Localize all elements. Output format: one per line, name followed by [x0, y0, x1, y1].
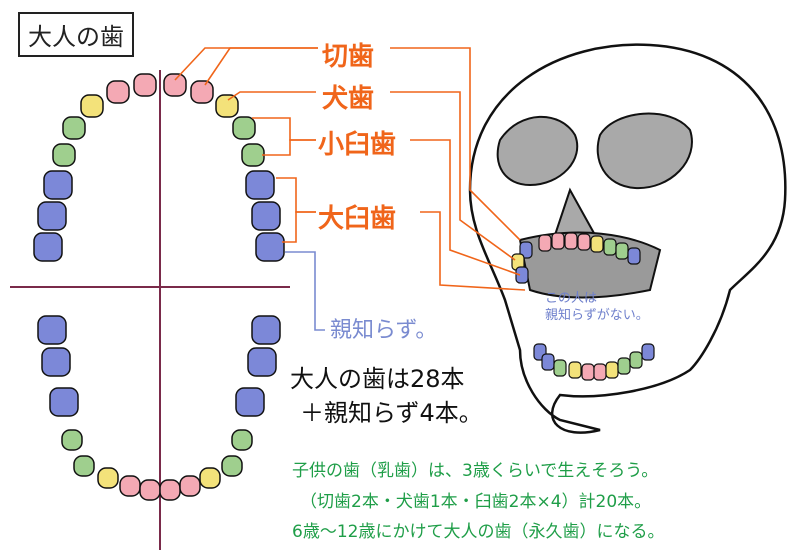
lower-tooth-incisor — [179, 475, 201, 497]
lower-tooth-molar — [235, 387, 265, 417]
child-line-3: 6歳〜12歳にかけて大人の歯（永久歯）になる。 — [292, 522, 665, 542]
skull-tooth-molar — [541, 353, 555, 371]
lower-tooth-incisor — [139, 479, 161, 501]
skull-note-line: 親知らずがない。 — [545, 308, 649, 323]
leader-line — [252, 117, 316, 141]
skull-tooth-canine — [568, 361, 582, 379]
upper-tooth-molar — [245, 170, 275, 200]
label-incisor: 切歯 — [322, 42, 375, 72]
leader-line — [262, 139, 316, 156]
leader-line — [390, 47, 521, 241]
skull-note-line: この人は — [545, 291, 598, 306]
upper-tooth-premolar — [52, 143, 76, 167]
skull-tooth-premolar — [617, 357, 631, 375]
leader-line — [276, 177, 316, 213]
upper-tooth-molar — [43, 170, 73, 200]
skull-tooth-incisor — [564, 232, 578, 250]
lower-tooth-incisor — [159, 479, 181, 501]
skull-tooth-incisor — [577, 233, 591, 251]
adult-line: 大人の歯は28本 — [290, 365, 465, 393]
lower-tooth-canine — [97, 467, 119, 489]
eye-socket-right — [596, 112, 693, 190]
upper-tooth-canine — [80, 94, 104, 118]
label-premolar: 小臼歯 — [318, 130, 397, 160]
leader-line — [390, 91, 516, 261]
upper-tooth-premolar — [62, 116, 86, 140]
skull-tooth-incisor — [551, 232, 565, 250]
title-box: 大人の歯 — [18, 12, 134, 57]
skull-tooth-molar — [641, 343, 655, 361]
skull-tooth-incisor — [593, 363, 607, 381]
lower-tooth-incisor — [119, 475, 141, 497]
skull-tooth-canine — [605, 361, 619, 379]
upper-tooth-molar — [33, 232, 63, 262]
lower-tooth-premolar — [231, 429, 253, 451]
lower-tooth-molar — [41, 347, 71, 377]
child-line-2: （切歯2本・犬歯1本・臼歯2本×4）計20本。 — [300, 492, 652, 512]
upper-tooth-premolar — [241, 143, 265, 167]
lower-tooth-molar — [247, 347, 277, 377]
skull-tooth-molar — [515, 266, 529, 284]
skull-tooth-incisor — [581, 363, 595, 381]
lower-tooth-molar — [49, 387, 79, 417]
leader-line — [174, 47, 318, 81]
skull-tooth-molar — [519, 241, 533, 259]
leader-line — [410, 139, 521, 276]
label-wisdom: 親知らず。 — [330, 318, 438, 343]
upper-tooth-molar — [255, 232, 285, 262]
lower-tooth-premolar — [221, 455, 243, 477]
upper-tooth-incisor — [106, 80, 130, 104]
skull-tooth-premolar — [629, 351, 643, 369]
upper-tooth-molar — [251, 201, 281, 231]
skull-tooth-premolar — [553, 359, 567, 377]
leader-line — [204, 47, 318, 86]
eye-socket-left — [496, 115, 579, 187]
label-molar: 大臼歯 — [318, 204, 397, 234]
lower-tooth-molar — [37, 315, 67, 345]
lower-tooth-premolar — [61, 429, 83, 451]
leader-line — [282, 211, 316, 243]
upper-tooth-molar — [37, 201, 67, 231]
label-canine: 犬歯 — [322, 84, 375, 114]
leader-line — [227, 91, 316, 101]
upper-tooth-premolar — [232, 116, 256, 140]
child-line-1: 子供の歯（乳歯）は、3歳くらいで生えそろう。 — [292, 461, 659, 481]
skull-tooth-molar — [627, 247, 641, 265]
adult-teeth-text: 大人の歯は28本 ＋親知らず4本。 — [290, 362, 483, 430]
upper-tooth-incisor — [133, 73, 157, 97]
lower-tooth-molar — [251, 315, 281, 345]
wisdom-leader-line — [285, 251, 325, 331]
lower-tooth-premolar — [73, 455, 95, 477]
skull-tooth-incisor — [538, 234, 552, 252]
skull-note: この人は 親知らずがない。 — [545, 290, 649, 324]
skull-tooth-premolar — [603, 238, 617, 256]
upper-tooth-incisor — [163, 73, 187, 97]
leader-line — [420, 211, 526, 291]
skull-tooth-premolar — [615, 242, 629, 260]
lower-tooth-canine — [199, 467, 221, 489]
adult-line: ＋親知らず4本。 — [300, 399, 483, 427]
skull-tooth-canine — [590, 235, 604, 253]
upper-tooth-incisor — [190, 80, 214, 104]
upper-tooth-canine — [215, 94, 239, 118]
